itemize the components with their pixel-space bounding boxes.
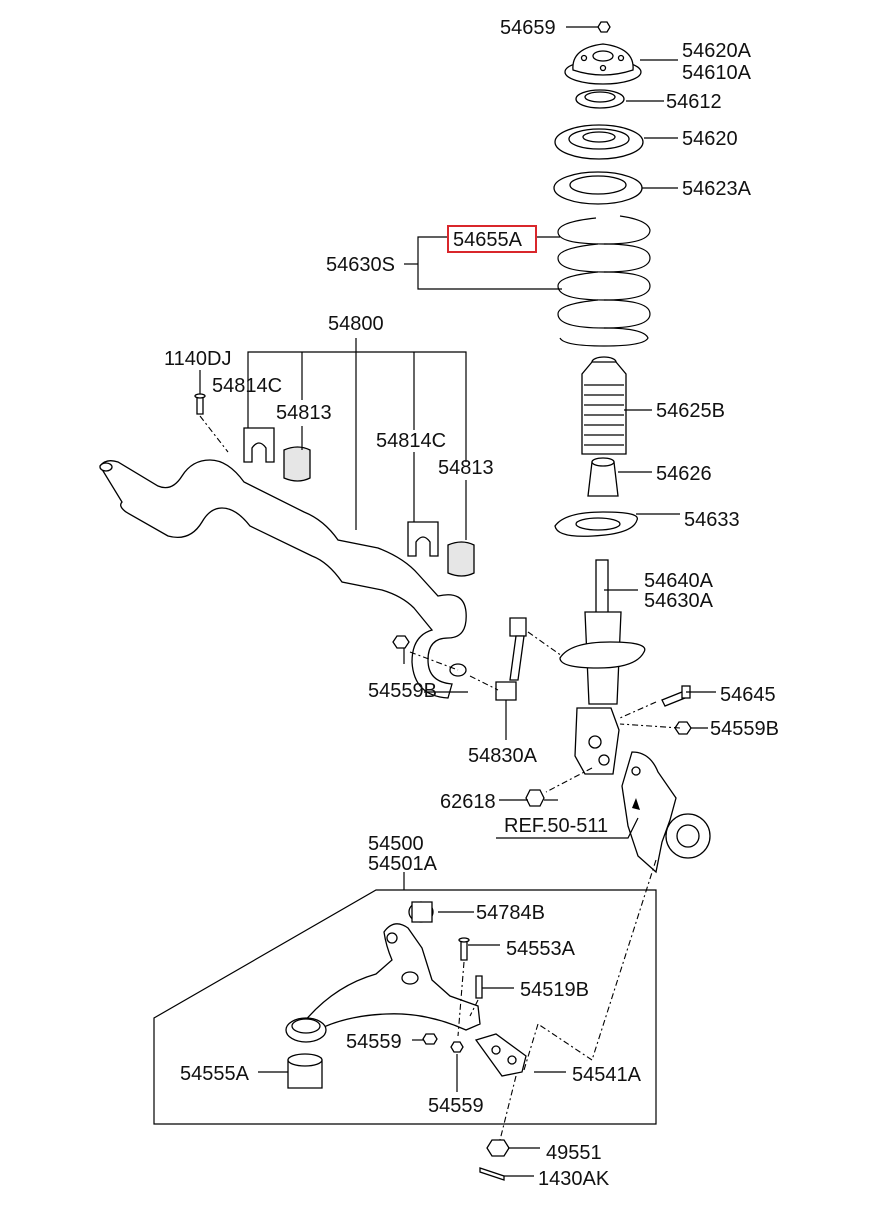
label-1430AK[interactable]: 1430AK (538, 1168, 610, 1190)
spring-pad-54623A (553, 171, 643, 205)
label-54620A[interactable]: 54620A (682, 40, 752, 62)
label-54623A[interactable]: 54623A (682, 178, 752, 200)
cotter-pin-1430AK (479, 1167, 505, 1181)
label-54630S[interactable]: 54630S (326, 254, 395, 276)
stabilizer-bar-54800 (99, 459, 467, 699)
strut-mount-54620A (564, 43, 642, 85)
label-54784B[interactable]: 54784B (476, 902, 545, 924)
bolt-54519B (475, 975, 483, 999)
label-54500[interactable]: 54500 (368, 833, 424, 855)
bushing-54555A (287, 1053, 323, 1089)
label-54553A[interactable]: 54553A (506, 938, 576, 960)
label-54813-left[interactable]: 54813 (276, 402, 332, 424)
bearing-54612 (575, 89, 625, 109)
ref-arrow-icon (632, 798, 640, 810)
nut-54559B-left (392, 635, 410, 649)
label-54610A[interactable]: 54610A (682, 62, 752, 84)
label-54630A[interactable]: 54630A (644, 590, 714, 612)
coil-spring-54655A (557, 215, 651, 347)
label-54559-lower[interactable]: 54559 (428, 1095, 484, 1117)
label-54814C-left[interactable]: 54814C (212, 375, 282, 397)
label-54501A[interactable]: 54501A (368, 853, 438, 875)
dust-boot-54625B (581, 356, 627, 455)
label-54626[interactable]: 54626 (656, 463, 712, 485)
label-ref-50-511[interactable]: REF.50-511 (504, 815, 608, 837)
bolt-1140DJ (194, 393, 206, 415)
label-54559-upper[interactable]: 54559 (346, 1031, 402, 1053)
spring-seat-54620 (554, 124, 644, 160)
lower-arm-54500 (303, 923, 481, 1033)
bolt-54645 (661, 685, 691, 707)
bushing-54784B (408, 901, 434, 923)
label-54555A[interactable]: 54555A (180, 1063, 250, 1085)
label-54541A[interactable]: 54541A (572, 1064, 642, 1086)
bushing-54813-right (447, 541, 475, 577)
label-54813-right[interactable]: 54813 (438, 457, 494, 479)
bump-stop-54626 (587, 457, 619, 497)
label-54645[interactable]: 54645 (720, 684, 776, 706)
label-54640A[interactable]: 54640A (644, 570, 714, 592)
label-54559B-left[interactable]: 54559B (368, 680, 437, 702)
bolt-54553A (458, 937, 470, 961)
nut-54559-b (450, 1041, 464, 1053)
label-54519B[interactable]: 54519B (520, 979, 589, 1001)
label-62618[interactable]: 62618 (440, 791, 496, 813)
label-49551[interactable]: 49551 (546, 1142, 602, 1164)
bracket-54814C-right (407, 521, 439, 557)
spring-pad-54633 (554, 511, 638, 537)
label-54633[interactable]: 54633 (684, 509, 740, 531)
stabilizer-link-54830A (495, 617, 527, 701)
bushing-54813-left (283, 446, 311, 482)
label-54800[interactable]: 54800 (328, 313, 384, 335)
label-54625B[interactable]: 54625B (656, 400, 725, 422)
bracket-54814C-left (243, 427, 275, 463)
nut-54659 (597, 21, 611, 33)
shock-absorber-54640A (559, 559, 646, 775)
bushing-54555A-upper (285, 1017, 327, 1043)
label-54559B-right[interactable]: 54559B (710, 718, 779, 740)
label-54659[interactable]: 54659 (500, 17, 556, 39)
nut-49551 (486, 1139, 510, 1157)
label-1140DJ[interactable]: 1140DJ (164, 348, 231, 370)
part-labels: 54659 54620A 54610A 54612 54620 54623A 5… (164, 17, 779, 1190)
label-54612[interactable]: 54612 (666, 91, 722, 113)
label-54830A[interactable]: 54830A (468, 745, 538, 767)
highlight-box (447, 225, 537, 253)
nut-62618 (525, 789, 545, 807)
label-54620[interactable]: 54620 (682, 128, 738, 150)
nut-54559-a (422, 1033, 438, 1045)
steering-knuckle-ref (621, 751, 711, 874)
leader-lines (153, 26, 716, 1177)
label-54814C-right[interactable]: 54814C (376, 430, 446, 452)
label-54655A[interactable]: 54655A (453, 229, 523, 251)
ball-joint-54541A (474, 1033, 527, 1077)
